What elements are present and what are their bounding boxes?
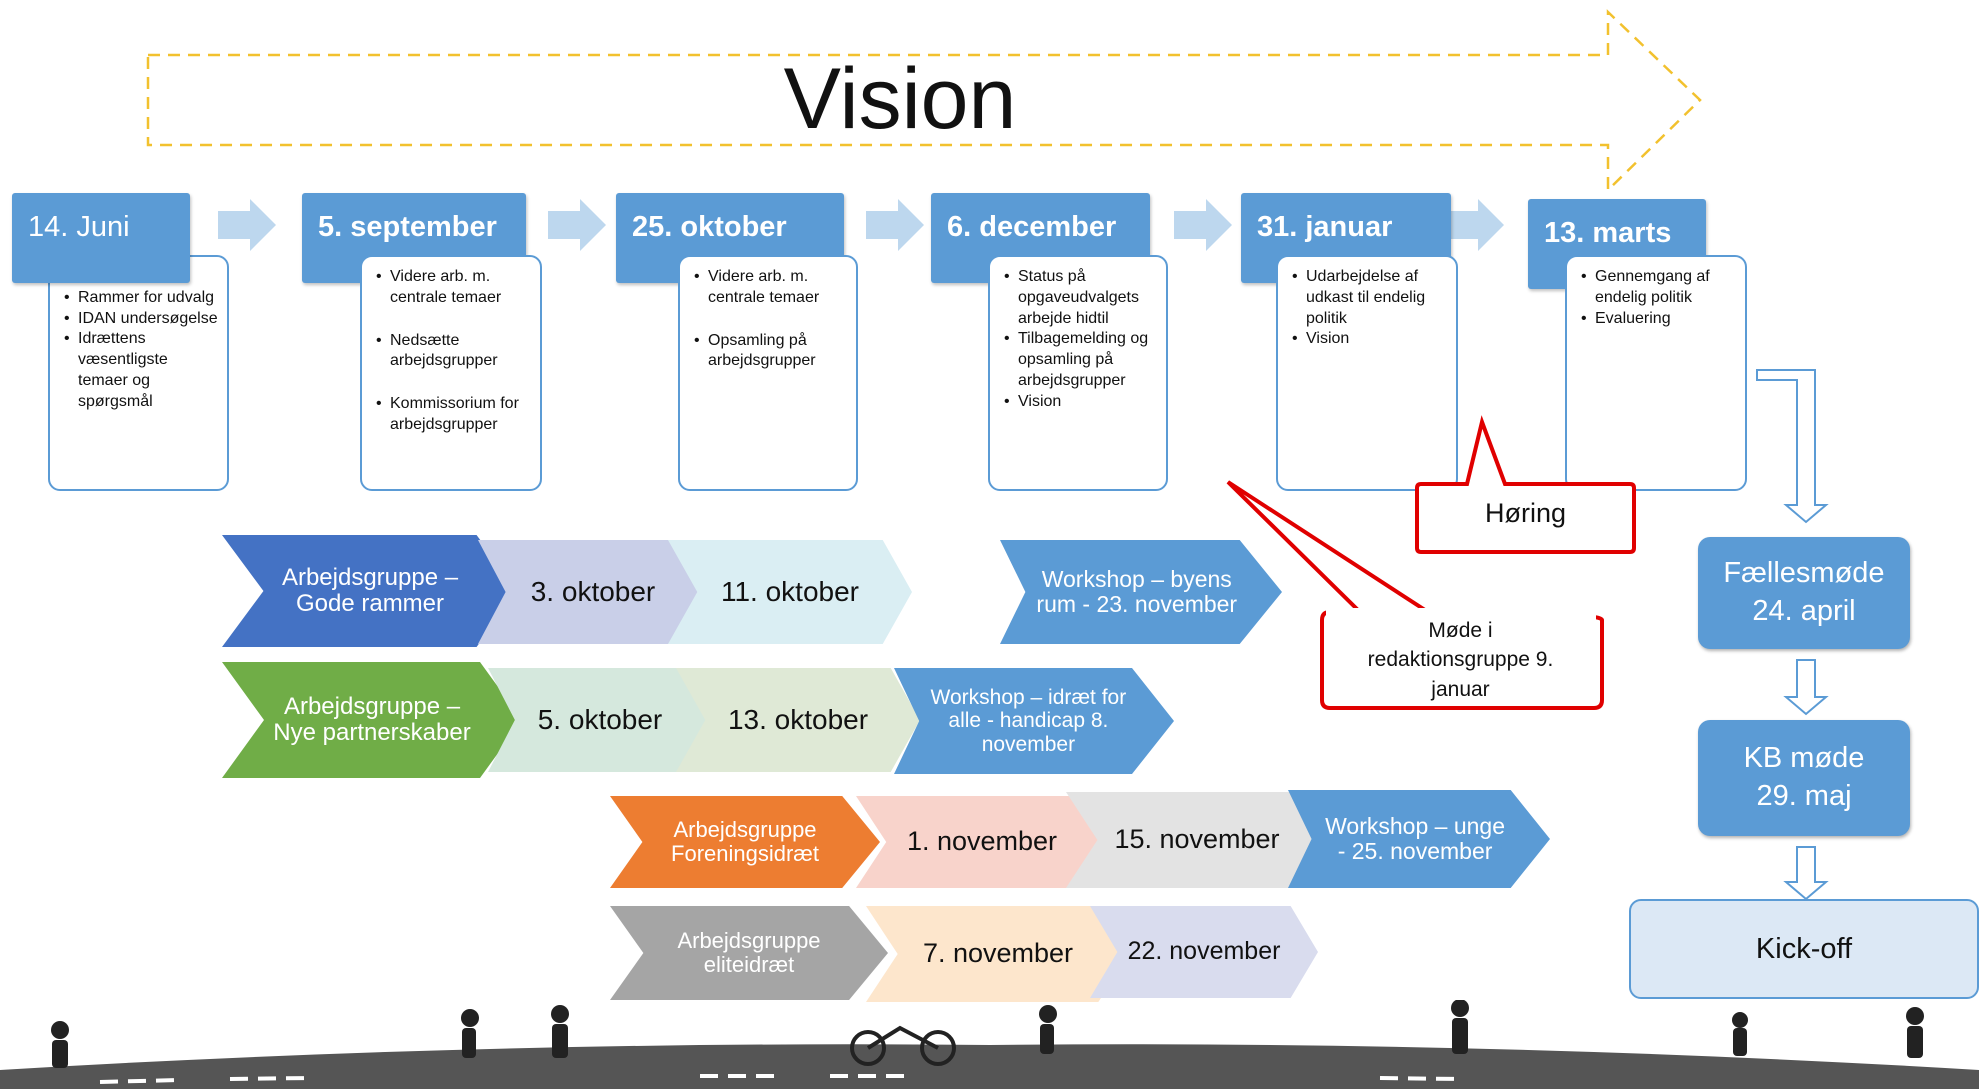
- faellesmoede-box: Fællesmøde 24. april: [1698, 537, 1910, 649]
- timeline-arrow-icon: [1174, 199, 1232, 251]
- milestone-date: 14. Juni: [12, 193, 190, 283]
- milestone-card: Gennemgang af endelig politik Evaluering: [1565, 255, 1747, 491]
- workgroup-step-chevron: 1. november: [856, 796, 1108, 888]
- down-arrow-icon: [1783, 846, 1829, 901]
- bent-arrow-icon: [1756, 369, 1829, 524]
- workgroup-step-chevron: 3. oktober: [478, 540, 708, 644]
- timeline-arrow-icon: [1446, 199, 1504, 251]
- milestone-item: Vision: [1004, 392, 1158, 413]
- workgroup-name-chevron: Arbejdsgruppe – Nye partnerskaber: [222, 662, 522, 778]
- down-arrow-icon: [1783, 659, 1829, 716]
- workgroup-step-chevron: 15. november: [1066, 792, 1328, 888]
- milestone-card: Status på opgaveudvalgets arbejde hidtil…: [988, 255, 1168, 491]
- vision-arrow: [146, 9, 1702, 193]
- workgroup-step-chevron: 5. oktober: [488, 668, 712, 772]
- timeline-arrow-icon: [866, 199, 924, 251]
- skater-icon: [1732, 1012, 1748, 1056]
- skateboarder-icon: [1451, 1000, 1469, 1054]
- timeline-arrows: [218, 199, 1504, 251]
- workgroup-name-chevron: Arbejdsgruppe – Gode rammer: [222, 535, 518, 647]
- skater-icon: [51, 1021, 69, 1068]
- workgroup-step-chevron: 7. november: [866, 906, 1130, 1002]
- milestone-card: Videre arb. m. centrale temaer Nedsætte …: [360, 255, 542, 491]
- workgroup-name-chevron: Arbejdsgruppe Foreningsidræt: [610, 796, 880, 888]
- runner-icon: [1039, 1005, 1057, 1054]
- milestone-item: IDAN undersøgelse: [64, 309, 219, 330]
- milestone-card: Videre arb. m. centrale temaer Opsamling…: [678, 255, 858, 491]
- milestone-item: Nedsætte arbejdsgrupper: [376, 331, 532, 373]
- workshop-chevron: Workshop – idræt for alle - handicap 8. …: [894, 668, 1174, 774]
- milestone-card: Introduktion Rammer for udvalg IDAN unde…: [48, 255, 229, 491]
- road-illustration: [0, 1000, 1979, 1089]
- moede-label: Møde i redaktionsgruppe 9. januar: [1367, 619, 1554, 701]
- inline-skater-icon: [1906, 1007, 1924, 1058]
- milestone-item: Status på opgaveudvalgets arbejde hidtil: [1004, 267, 1158, 329]
- milestone-item: Idrættens væsentligste temaer og spørgsm…: [64, 329, 219, 412]
- vision-title: Vision: [783, 51, 1017, 147]
- horing-label: Høring: [1484, 498, 1566, 528]
- milestone-item: Videre arb. m. centrale temaer: [376, 267, 532, 309]
- milestone-item: Udarbejdelse af udkast til endelig polit…: [1292, 267, 1448, 329]
- workshop-chevron: Workshop – unge - 25. november: [1288, 790, 1550, 888]
- horing-callout: [1415, 415, 1636, 554]
- workgroup-step-chevron: 13. oktober: [676, 668, 920, 772]
- milestone-item: Evaluering: [1581, 309, 1737, 330]
- milestone-card: Udarbejdelse af udkast til endelig polit…: [1276, 255, 1458, 491]
- milestone-item: Opsamling på arbejdsgrupper: [694, 331, 848, 373]
- cyclist-icon: [850, 1025, 956, 1066]
- kickoff-box: Kick-off: [1629, 899, 1979, 999]
- milestone-item: Kommissorium for arbejdsgrupper: [376, 394, 532, 436]
- milestone-item: Videre arb. m. centrale temaer: [694, 267, 848, 309]
- milestone-item: Tilbagemelding og opsamling på arbejdsgr…: [1004, 329, 1158, 391]
- workshop-chevron: Workshop – byens rum - 23. november: [1000, 540, 1282, 644]
- scooter-icon: [461, 1009, 479, 1058]
- workgroup-name-chevron: Arbejdsgruppe eliteidræt: [610, 906, 888, 1000]
- kb-moede-box: KB møde 29. maj: [1698, 720, 1910, 836]
- workgroup-step-chevron: 11. oktober: [668, 540, 912, 644]
- timeline-arrow-icon: [218, 199, 276, 251]
- milestone-item: Rammer for udvalg: [64, 288, 219, 309]
- milestone-item: Gennemgang af endelig politik: [1581, 267, 1737, 309]
- workgroup-step-chevron: 22. november: [1090, 906, 1318, 998]
- milestone-item: Vision: [1292, 329, 1448, 350]
- skateboarder-icon: [551, 1005, 569, 1058]
- timeline-arrow-icon: [548, 199, 606, 251]
